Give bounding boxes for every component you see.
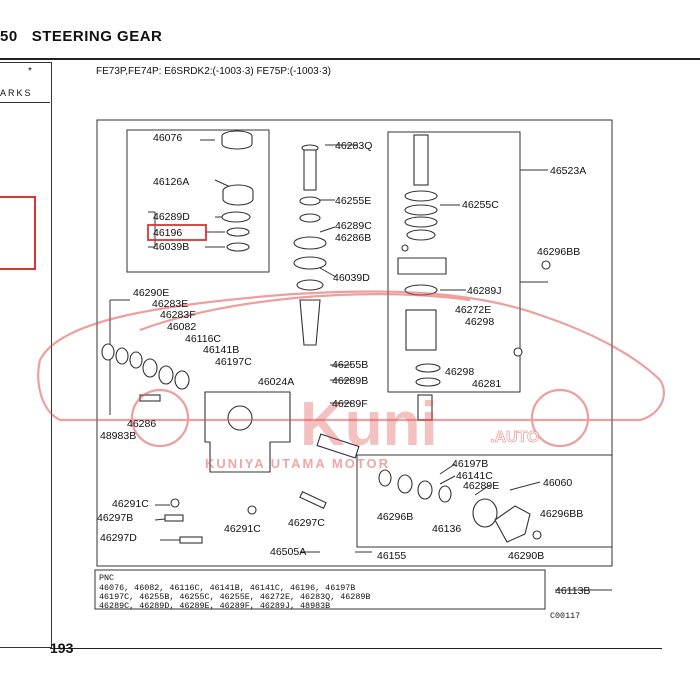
label-46289F: 46289F [332, 398, 368, 410]
left-panel-divider [0, 102, 50, 103]
label-46272E: 46272E [455, 304, 491, 316]
pnc-line-2: 46197C, 46255B, 46255C, 46255E, 46272E, … [99, 592, 370, 602]
label-46286B: 46286B [335, 232, 371, 244]
label-46297D: 46297D [100, 532, 137, 544]
label-46155: 46155 [377, 550, 406, 562]
subassembly-box-bottom [356, 454, 613, 548]
highlight-46196-box [147, 224, 207, 241]
left-highlight-box [0, 196, 36, 270]
header-divider [0, 58, 700, 60]
pnc-title: PNC [99, 573, 114, 583]
label-46197B: 46197B [452, 458, 488, 470]
label-46082: 46082 [167, 321, 196, 333]
section-header: 50 STEERING GEAR [0, 28, 162, 45]
label-46296BB: 46296BB [537, 246, 580, 258]
label-46297C: 46297C [288, 517, 325, 529]
label-46289B: 46289B [332, 375, 368, 387]
label-46290B: 46290B [508, 550, 544, 562]
label-46039B: 46039B [153, 241, 189, 253]
gear-housing-icon [204, 391, 291, 473]
remarks-label: ARKS [0, 88, 33, 98]
label-46283Q: 46283Q [335, 140, 372, 152]
label-46126A: 46126A [153, 176, 189, 188]
label-46116C: 46116C [185, 333, 221, 345]
valve-housing-icon [397, 257, 447, 275]
label-46076: 46076 [153, 132, 182, 144]
label-46523A: 46523A [550, 165, 586, 177]
label-46289D: 46289D [153, 211, 190, 223]
label-46298-b: 46298 [445, 366, 474, 378]
label-46283F: 46283F [160, 309, 196, 321]
section-number: 50 [0, 28, 18, 45]
watermark-brand: Kuni [300, 390, 438, 459]
label-46060: 46060 [543, 477, 572, 489]
page-number: 193 [50, 640, 74, 656]
left-panel-symbol: * [28, 66, 32, 77]
label-46113B: 46113B [555, 585, 590, 597]
label-46281: 46281 [472, 378, 501, 390]
input-shaft-icon [413, 134, 429, 186]
label-48983B: 48983B [100, 430, 136, 442]
label-46290E: 46290E [133, 287, 169, 299]
watermark-suffix: .AUTO [490, 429, 539, 446]
label-46196: 46196 [153, 227, 182, 239]
section-title: STEERING GEAR [31, 28, 163, 45]
part-labels: 46076 46126A 46289D 46196 46039B 46283Q … [97, 132, 590, 597]
subassembly-box-right [387, 131, 521, 393]
label-46255E: 46255E [335, 195, 371, 207]
left-panel [0, 62, 52, 648]
label-46298-a: 46298 [465, 316, 494, 328]
label-46297B: 46297B [97, 512, 133, 524]
label-46505A: 46505A [270, 546, 306, 558]
diagram-frame [96, 119, 613, 567]
watermark-subtitle: KUNIYA UTAMA MOTOR [205, 456, 390, 471]
pnc-line-1: 46076, 46082, 46116C, 46141B, 46141C, 46… [99, 583, 355, 593]
subassembly-box-top [126, 129, 270, 273]
shaft-icon [303, 149, 317, 191]
part-46039B-icon [226, 242, 250, 252]
label-46039D: 46039D [333, 272, 370, 284]
bearing-icon [293, 236, 327, 250]
label-46141B: 46141B [203, 344, 239, 356]
model-applicability: FE73P,FE74P: E6SRDK2:(-1003·3) FE75P:(-1… [96, 66, 331, 77]
watermark-car-icon [37, 290, 666, 448]
label-46296B: 46296B [377, 511, 413, 523]
pnc-line-3: 46289C, 46289D, 46289E, 46289F, 46289J, … [99, 601, 330, 611]
side-cover-icon [494, 505, 531, 543]
worm-shaft-icon [299, 299, 321, 346]
footer-divider [50, 648, 662, 649]
label-46283E: 46283E [152, 298, 188, 310]
label-46291C-a: 46291C [112, 498, 149, 510]
label-46255C: 46255C [462, 199, 499, 211]
piston-icon [405, 309, 437, 351]
label-46289J: 46289J [467, 285, 501, 297]
part-46196-icon [226, 227, 250, 237]
label-46296BB-b: 46296BB [540, 508, 583, 520]
label-46141C: 46141C [456, 470, 493, 482]
label-46024A: 46024A [258, 376, 294, 388]
label-46197C: 46197C [215, 356, 252, 368]
label-46286: 46286 [127, 418, 156, 430]
label-46289E: 46289E [463, 480, 499, 492]
figure-code: C00117 [550, 611, 580, 621]
label-46291C-b: 46291C [224, 523, 261, 535]
label-46255B: 46255B [332, 359, 368, 371]
label-46136: 46136 [432, 523, 461, 535]
label-46289C: 46289C [335, 220, 372, 232]
pnc-box [94, 569, 546, 610]
part-46289D-icon [221, 211, 251, 223]
